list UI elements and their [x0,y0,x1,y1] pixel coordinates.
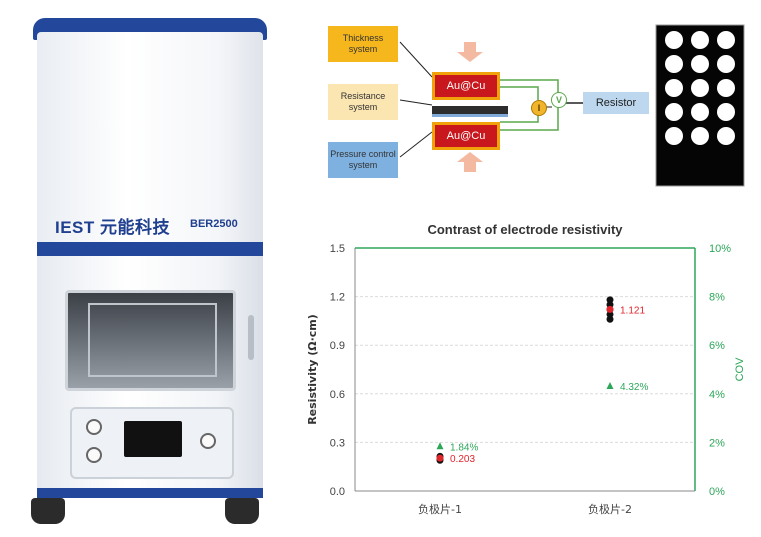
punched-hole [691,127,709,145]
instrument-upper-body [37,32,263,247]
y-tick-label: 0.0 [330,486,345,498]
punched-hole [717,31,735,49]
x-tick-label: 负极片-1 [418,502,462,516]
panel-screen [124,421,182,457]
y2-tick-label: 6% [709,340,725,352]
y-tick-label: 0.3 [330,437,345,449]
pressure-system-box: Pressure control system [328,142,398,178]
schematic-lines [399,41,584,172]
cov-marker [436,442,444,450]
instrument-foot-icon [31,498,65,524]
y-tick-label: 0.6 [330,389,345,401]
punched-hole [665,31,683,49]
data-label: 1.121 [620,305,645,316]
ammeter-icon: I [531,100,547,116]
instrument-foot-icon [225,498,259,524]
y-axis-title: Resistivity (Ω·cm) [306,314,319,425]
punched-hole [665,55,683,73]
data-label: 4.32% [620,382,648,393]
punched-hole [717,103,735,121]
thickness-system-box: Thickness system [328,26,398,62]
mean-marker [436,454,444,462]
instrument-window [65,290,236,391]
punched-electrode-image [650,23,750,188]
instrument-brand: IEST 元能科技 [55,218,171,237]
y2-tick-label: 10% [709,243,731,255]
punched-hole [691,31,709,49]
instrument-blue-band [37,242,263,256]
voltmeter-icon: V [551,92,567,108]
x-tick-label: 负极片-2 [588,502,632,516]
punched-hole [691,79,709,97]
panel-knob-icon [86,419,102,435]
resistor-box: Resistor [583,92,649,114]
measurement-schematic: Thickness system Resistance system Press… [328,22,649,192]
y-tick-label: 1.2 [330,292,345,304]
punched-hole [665,127,683,145]
resistivity-marker [606,296,614,304]
punched-hole [691,103,709,121]
y2-tick-label: 8% [709,292,725,304]
instrument-model: BER2500 [190,218,238,230]
punched-hole [717,55,735,73]
instrument-control-panel [70,407,234,479]
punched-hole [691,55,709,73]
chart-title: Contrast of electrode resistivity [427,222,623,237]
y2-tick-label: 2% [709,437,725,449]
data-label: 0.203 [450,454,475,465]
resistance-system-box: Resistance system [328,84,398,120]
resistivity-chart: 0.0 0.3 0.6 0.9 1.2 1.5 0% 2% 4% 6% 8% 10% 负极片-1 负极片-… [306,243,746,516]
punched-hole [717,79,735,97]
resistivity-marker [606,310,614,318]
punched-hole [717,127,735,145]
punched-hole [665,79,683,97]
press-arrow-bottom-icon [457,152,483,172]
electrode-bottom-box: Au@Cu [432,122,500,150]
resistivity-marker [606,315,614,323]
y-tick-label: 0.9 [330,340,345,352]
y2-tick-label: 0% [709,486,725,498]
panel-knob-icon [86,447,102,463]
instrument-base-band [37,488,263,498]
instrument-door-handle [248,315,254,360]
mean-marker [606,305,614,313]
electrode-top-box: Au@Cu [432,72,500,100]
data-label: 1.84% [450,442,478,453]
y2-axis-title: COV [734,357,746,382]
punched-hole [665,103,683,121]
instrument-photo: IEST 元能科技 BER2500 [25,10,275,530]
panel-knob-icon [200,433,216,449]
instrument-test-chamber [88,303,217,377]
y-tick-label: 1.5 [330,243,345,255]
y2-tick-label: 4% [709,389,725,401]
cov-marker [606,382,614,390]
press-arrow-top-icon [457,42,483,62]
